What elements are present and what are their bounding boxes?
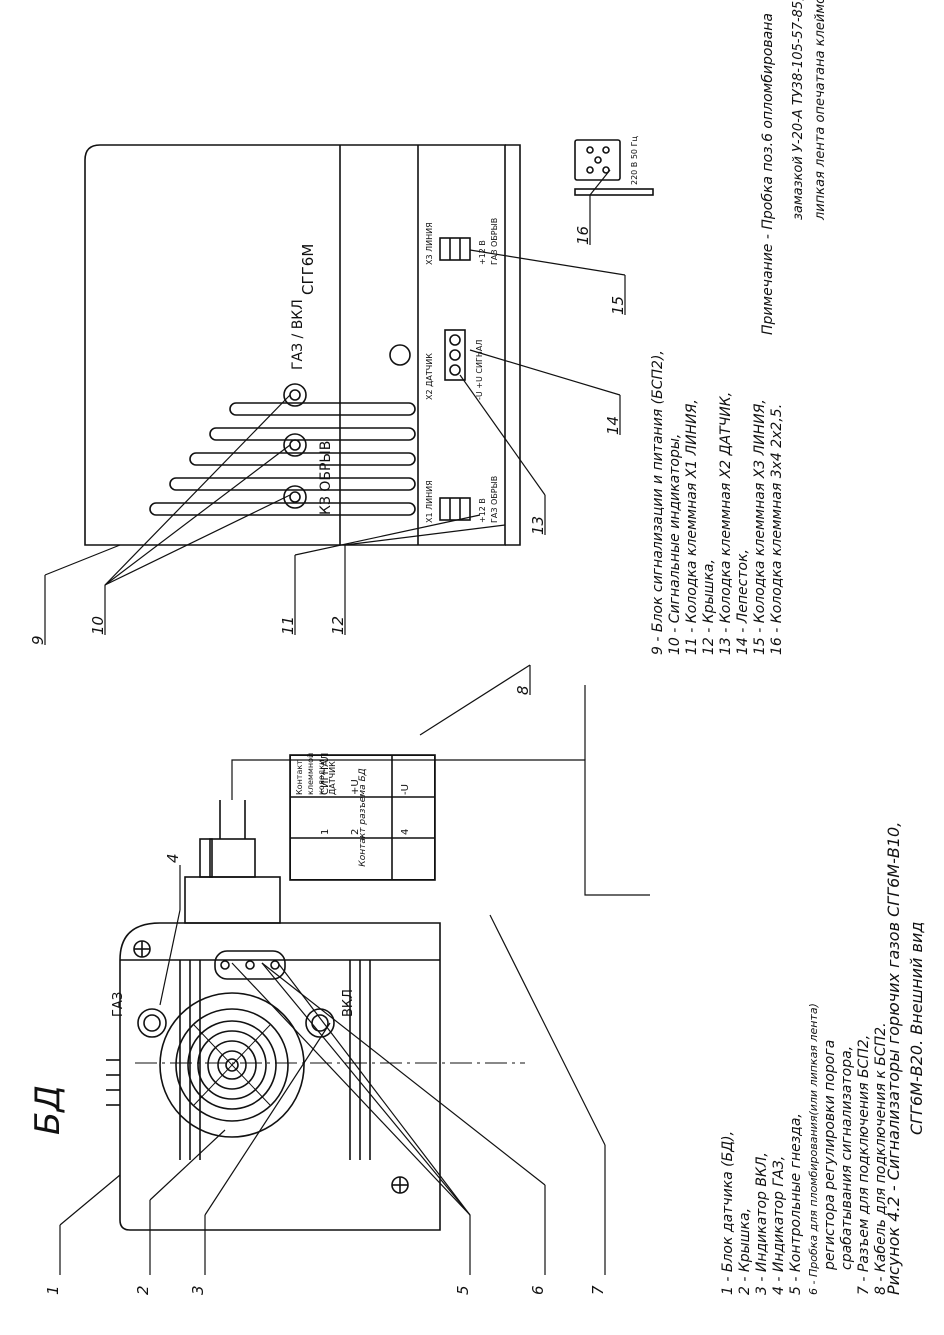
callout-8: 8 <box>514 685 532 695</box>
note-line-1: Примечание - Пробка поз.6 опломбирована <box>760 13 776 335</box>
callout-5: 5 <box>454 1285 472 1295</box>
plug-label: 220 В 50 Гц <box>630 136 639 185</box>
legend-item: срабатывания сигнализатора, <box>839 1045 855 1270</box>
table-row-2-left: 2 <box>350 828 361 835</box>
callout-7: 7 <box>589 1285 607 1295</box>
unit-kz-obryv: КЗ ОБРЫВ <box>318 440 334 515</box>
note-line-2: замазкой У-20-А ТУ38-105-57-85, <box>791 0 806 220</box>
table-row-1-left: 1 <box>320 828 331 835</box>
legend-item: 5 - Контрольные гнезда, <box>788 1113 804 1295</box>
legend-right: 9 - Блок сигнализации и питания (БСП2), … <box>650 350 786 655</box>
legend-item: 6 - Пробка для пломбирования(или липкая … <box>807 1003 820 1295</box>
legend-item: 11 - Колодка клеммная Х1 ЛИНИЯ, <box>684 399 700 655</box>
x1-voltage: +12 В <box>478 498 487 523</box>
legend-item: 3 - Индикатор ВКЛ, <box>754 1152 770 1295</box>
legend-item: 1 - Блок датчика (БД), <box>720 1130 736 1295</box>
x1-title: Х1 ЛИНИЯ <box>425 480 434 523</box>
unit-model: СГГ6М <box>299 243 317 295</box>
callout-16: 16 <box>574 225 592 245</box>
legend-item: 7 - Разъем для подключения БСП2, <box>856 1034 872 1295</box>
legend-item: 10 - Сигнальные индикаторы, <box>667 433 683 655</box>
caption-line-1: Рисунок 4.2 - Сигнализаторы горючих газо… <box>884 821 903 1295</box>
legend-item: регистора регулировки порога <box>822 1039 838 1270</box>
callout-4: 4 <box>164 853 182 863</box>
caption-line-2: СГГ6М-В20. Внешний вид <box>907 921 926 1135</box>
cable-table-frame <box>289 754 436 881</box>
callout-1: 1 <box>44 1285 62 1295</box>
legend-item: 9 - Блок сигнализации и питания (БСП2), <box>650 350 666 655</box>
legend-left: 1 - Блок датчика (БД), 2 - Крышка, 3 - И… <box>720 1003 890 1295</box>
callout-12: 12 <box>329 615 347 635</box>
legend-item: 16 - Колодка клеммная 3х4 2х2,5. <box>769 403 785 655</box>
callout-2: 2 <box>134 1285 152 1295</box>
callout-14: 14 <box>604 415 622 435</box>
x3-title: Х3 ЛИНИЯ <box>425 222 434 265</box>
x2-title: Х2 ДАТЧИК <box>425 353 434 400</box>
leader-lines <box>44 169 626 1275</box>
table-row-1-right: СИГНАЛ <box>320 752 331 795</box>
legend-item: 4 - Индикатор ГАЗ, <box>771 1155 787 1295</box>
callout-9: 9 <box>29 635 47 645</box>
x3-sub: ГАЗ ОБРЫВ <box>490 217 499 265</box>
x3-voltage: +12 В <box>478 240 487 265</box>
sensor-block <box>106 800 525 1231</box>
legend-item: 15 - Колодка клеммная Х3 ЛИНИЯ, <box>752 399 768 655</box>
callout-11: 11 <box>279 615 297 635</box>
bsp2-unit <box>84 144 521 546</box>
table-row-3-right: -U <box>400 784 411 795</box>
legend-item: 14 - Лепесток, <box>735 549 751 655</box>
table-row-3-left: 4 <box>400 828 411 835</box>
callout-10: 10 <box>89 615 107 635</box>
table-header-right: Контакт клеммной колодки ДАТЧИК <box>295 752 337 795</box>
x2-pins: -U +U СИГНАЛ <box>475 339 484 400</box>
legend-item: 12 - Крышка, <box>701 559 717 655</box>
legend-item: 13 - Колодка клеммная Х2 ДАТЧИК, <box>718 391 734 655</box>
x1-sub: ГАЗ ОБРЫВ <box>490 475 499 523</box>
sensor-gaz-label: ГАЗ <box>111 991 126 1017</box>
bd-label: БД <box>28 1085 68 1135</box>
plug-16 <box>574 139 654 196</box>
callout-13: 13 <box>529 515 547 535</box>
callout-3: 3 <box>189 1285 207 1295</box>
note-line-3: липкая лента опечатана клеймом ОТК. <box>813 0 828 220</box>
callout-15: 15 <box>609 295 627 315</box>
sensor-vkl-label: ВКЛ <box>341 989 356 1017</box>
legend-item: 2 - Крышка, <box>737 1207 753 1295</box>
table-row-2-right: +U <box>350 779 361 795</box>
unit-gaz-vkl: ГАЗ / ВКЛ <box>290 299 306 370</box>
callout-6: 6 <box>529 1285 547 1295</box>
